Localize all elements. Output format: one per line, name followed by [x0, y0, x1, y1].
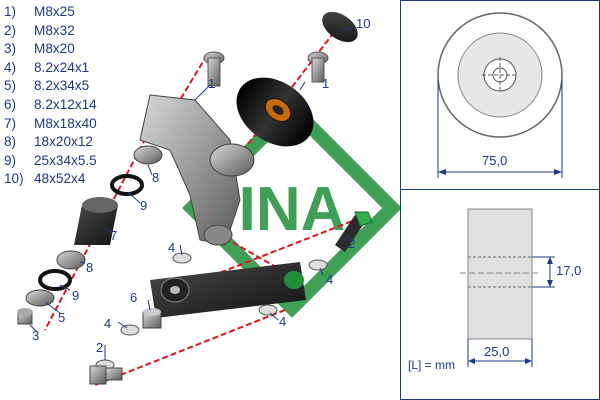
part-number: 8) [4, 134, 17, 150]
callout-bushing-upper: 8 [152, 170, 160, 185]
arrow-left [438, 169, 446, 175]
bore-value: 17,0 [556, 263, 582, 278]
arrow-left [468, 358, 475, 364]
side-view-drawing [460, 208, 555, 367]
part-spec: 8.2x12x14 [34, 96, 97, 112]
front-view-drawing [437, 12, 563, 178]
washer [258, 304, 278, 316]
unit-note: [L] = mm [408, 358, 456, 372]
leader-lines [29, 27, 353, 360]
exploded-assembly: INA [17, 11, 400, 386]
arrow-up [547, 257, 553, 264]
parts-list-item: 3) M8x20 [4, 40, 97, 59]
part-spec: 48x52x4 [34, 171, 86, 187]
arrow-down [547, 280, 553, 287]
callout-washer-upper: 4 [168, 240, 176, 255]
part-spec: M8x20 [34, 41, 75, 57]
parts-list-item: 4) 8.2x24x1 [4, 59, 97, 78]
part-number: 10) [4, 171, 24, 187]
bushing-lower [56, 250, 86, 270]
bolt-long-green [335, 211, 373, 252]
part-spec: 8.2x34x5 [34, 78, 90, 94]
callout-bolt-long: 2 [96, 340, 104, 355]
bracket-axis-line [224, 237, 291, 276]
callout-washer-damper: 4 [279, 314, 287, 329]
part-spec: 25x34x5.5 [34, 152, 97, 168]
dust-cap [322, 11, 358, 43]
part-number: 2) [4, 22, 17, 38]
bolt-short [17, 308, 33, 325]
part-spec: 8.2x24x1 [34, 59, 90, 75]
callout-bushing-lower: 8 [86, 260, 94, 275]
part-number: 4) [4, 59, 17, 75]
arm-boss [209, 143, 255, 177]
seal-ring-lower [38, 269, 72, 291]
idler-pulley [236, 77, 314, 147]
washer-thick [25, 289, 55, 307]
spacer [142, 308, 162, 329]
callout-seal-upper: 9 [140, 198, 148, 213]
pulley-side-body [467, 208, 533, 340]
arrow-right [554, 169, 562, 175]
part-spec: M8x32 [34, 22, 75, 38]
arrow-right [525, 358, 532, 364]
width-value: 25,0 [484, 344, 510, 359]
part-spec: M8x25 [34, 4, 75, 19]
bolt-upper [203, 51, 225, 87]
callout-bolt-green: 2 [348, 236, 356, 251]
part-spec: 18x20x12 [34, 134, 93, 150]
seal-ring-upper [110, 174, 144, 196]
bushing-upper [133, 145, 163, 165]
part-number: 7) [4, 115, 17, 131]
parts-list-item: 2) M8x32 [4, 22, 97, 41]
damper-upper-axis-line [149, 217, 361, 301]
washer [120, 324, 140, 336]
callout-spacer: 6 [130, 290, 138, 305]
hydraulic-damper [150, 262, 306, 318]
callout-washer-lower: 4 [104, 316, 112, 331]
callout-sleeve: 7 [110, 228, 118, 243]
parts-list-item: 8) 18x20x12 [4, 133, 97, 152]
parts-list: 1) M8x25 2) M8x32 3) M8x20 4) 8.2x24x1 5) 8.2… [4, 3, 97, 189]
callout-washer-right: 4 [326, 272, 334, 287]
bolt-long [89, 365, 123, 385]
part-number: 1) [4, 4, 17, 19]
part-number: 3) [4, 41, 17, 57]
diameter-value: 75,0 [482, 153, 508, 168]
parts-list-item: 1) M8x25 [4, 3, 97, 22]
callout-seal-lower: 9 [72, 288, 80, 303]
callout-bolt-upper: 1 [208, 76, 216, 91]
damper-lower-axis-line [94, 309, 286, 386]
arm-eye [203, 224, 233, 246]
callout-bolt-pulley: 1 [322, 76, 330, 91]
parts-list-item: 10) 48x52x4 [4, 170, 97, 189]
part-spec: M8x18x40 [34, 115, 97, 131]
logo-text: INA [239, 175, 346, 244]
parts-list-item: 5) 8.2x34x5 [4, 77, 97, 96]
part-number: 9) [4, 152, 17, 168]
parts-list-item: 9) 25x34x5.5 [4, 152, 97, 171]
callout-bolt-short: 3 [32, 328, 40, 343]
callout-dust-cap: 10 [356, 16, 371, 31]
sleeve [74, 197, 118, 245]
parts-list-item: 7) M8x18x40 [4, 115, 97, 134]
callout-washer-thick: 5 [58, 310, 66, 325]
part-number: 5) [4, 78, 17, 94]
parts-list-item: 6) 8.2x12x14 [4, 96, 97, 115]
bolt-pulley [307, 51, 329, 83]
part-number: 6) [4, 96, 17, 112]
washer [308, 259, 328, 271]
